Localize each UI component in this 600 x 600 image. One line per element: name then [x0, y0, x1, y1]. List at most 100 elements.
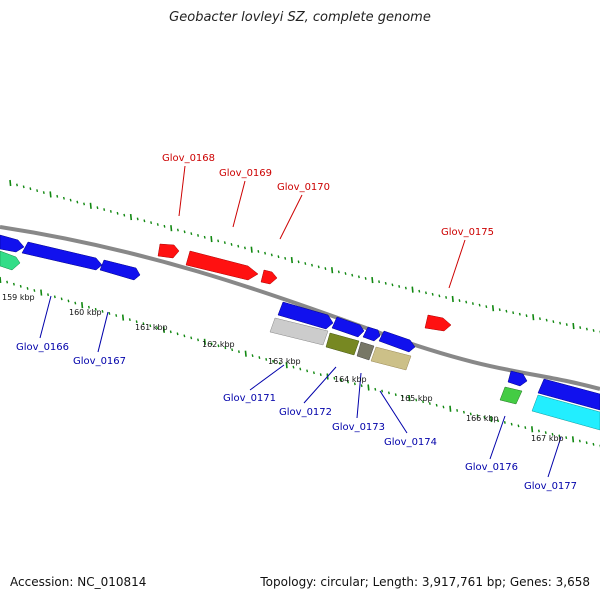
scale-label-165: 165 kbp [400, 394, 433, 403]
gene-blue-163[interactable] [277, 301, 334, 330]
upper-tick [532, 314, 535, 321]
scale-label-167: 167 kbp [531, 434, 564, 443]
upper-tick [438, 294, 441, 298]
lower-tick [0, 276, 2, 284]
upper-tick [572, 323, 575, 330]
gene-glov-0173[interactable] [356, 341, 375, 361]
gene-label-glov-0176[interactable]: Glov_0176 [465, 462, 518, 473]
gene-blue-167[interactable] [537, 378, 600, 411]
upper-tick [404, 286, 407, 290]
gene-label-glov-0166[interactable]: Glov_0166 [16, 342, 69, 353]
upper-tick [264, 251, 267, 255]
lower-tick [353, 382, 356, 386]
upper-tick [505, 309, 508, 313]
upper-tick [411, 286, 414, 293]
gene-glov-0171[interactable] [269, 317, 329, 346]
gene-glov-0167[interactable] [99, 259, 141, 281]
gene-glov-0172[interactable] [325, 332, 360, 356]
upper-tick [96, 206, 99, 210]
gene-glov-0169[interactable] [185, 250, 259, 281]
upper-tick [176, 228, 179, 232]
gene-label-glov-0168[interactable]: Glov_0168 [162, 153, 215, 164]
lower-tick [190, 336, 193, 340]
lower-tick [537, 429, 540, 433]
gene-label-glov-0169[interactable]: Glov_0169 [219, 168, 272, 179]
lower-tick [292, 365, 295, 369]
upper-tick [270, 253, 273, 257]
lower-tick [422, 400, 425, 404]
lower-tick [585, 441, 588, 445]
gene-blue-164[interactable] [331, 316, 365, 338]
upper-tick [109, 210, 112, 213]
gene-glov-0168[interactable] [157, 243, 180, 259]
gene-glov-0174[interactable] [370, 346, 412, 371]
gene-blue-166[interactable] [507, 370, 528, 387]
gene-blue-164b[interactable] [362, 326, 381, 342]
scale-label-159: 159 kbp [2, 293, 35, 302]
map-title: Geobacter lovleyi SZ, complete genome [169, 10, 431, 25]
lower-tick [449, 405, 452, 412]
upper-tick [431, 292, 434, 296]
upper-tick [197, 234, 200, 237]
lower-tick [12, 282, 15, 286]
scale-label-164: 164 kbp [334, 375, 367, 384]
lower-tick [483, 415, 486, 419]
upper-tick [512, 311, 515, 315]
lower-tick [285, 362, 288, 369]
gene-label-glov-0177[interactable]: Glov_0177 [524, 481, 577, 492]
upper-tick [143, 219, 146, 223]
gene-label-glov-0171[interactable]: Glov_0171 [223, 393, 276, 404]
lower-tick [81, 302, 84, 309]
upper-gene-labels: Glov_0168 Glov_0169 Glov_0170 Glov_0175 [162, 153, 494, 238]
lower-tick [333, 376, 336, 380]
gene-label-glov-0172[interactable]: Glov_0172 [279, 407, 332, 418]
upper-tick [116, 211, 119, 215]
lower-tick [135, 320, 138, 324]
upper-tick [538, 317, 541, 321]
upper-tick [62, 196, 65, 200]
upper-tick [243, 246, 246, 250]
upper-tick [337, 270, 340, 274]
upper-tick [425, 291, 427, 295]
gene-green-left[interactable] [0, 250, 21, 271]
lower-tick [312, 371, 315, 375]
upper-tick [458, 299, 461, 302]
gene-glov-0175[interactable] [424, 314, 452, 332]
lower-tick [347, 380, 350, 384]
lower-tick [128, 318, 131, 322]
gene-glov-0170[interactable] [260, 269, 278, 285]
lower-tick [544, 431, 547, 435]
upper-tick [518, 312, 521, 316]
gene-glov-0166[interactable] [21, 241, 103, 271]
upper-tick [491, 305, 495, 312]
lower-tick [497, 419, 500, 423]
lower-tick [203, 338, 206, 345]
gene-label-glov-0174[interactable]: Glov_0174 [384, 437, 437, 448]
gene-label-glov-0170[interactable]: Glov_0170 [277, 182, 330, 193]
gene-glov-0177[interactable] [531, 394, 600, 431]
scale-labels: 159 kbp 160 kbp 161 kbp 162 kbp 163 kbp … [2, 293, 564, 443]
scale-label-161: 161 kbp [135, 323, 168, 332]
lower-tick [251, 354, 254, 358]
gene-label-glov-0173[interactable]: Glov_0173 [332, 422, 385, 433]
lower-tick [258, 356, 261, 359]
lower-tick [415, 398, 418, 402]
lower-tick [367, 384, 370, 391]
upper-tick [592, 329, 595, 332]
upper-tick [552, 320, 555, 324]
upper-tick [9, 179, 12, 187]
gene-glov-0176[interactable] [499, 386, 523, 405]
upper-tick [418, 289, 421, 293]
upper-tick [445, 296, 448, 299]
lower-tick [401, 395, 404, 398]
upper-tick [565, 323, 568, 327]
gene-glov-0165[interactable] [0, 234, 25, 253]
upper-leader-lines [178, 165, 466, 289]
lower-tick [231, 348, 234, 352]
gene-label-glov-0167[interactable]: Glov_0167 [73, 356, 126, 367]
gene-blue-165[interactable] [378, 330, 416, 353]
gene-label-glov-0175[interactable]: Glov_0175 [441, 227, 494, 238]
lower-leader-lines [39, 295, 562, 478]
lower-tick [156, 326, 159, 330]
lower-tick [476, 414, 479, 418]
